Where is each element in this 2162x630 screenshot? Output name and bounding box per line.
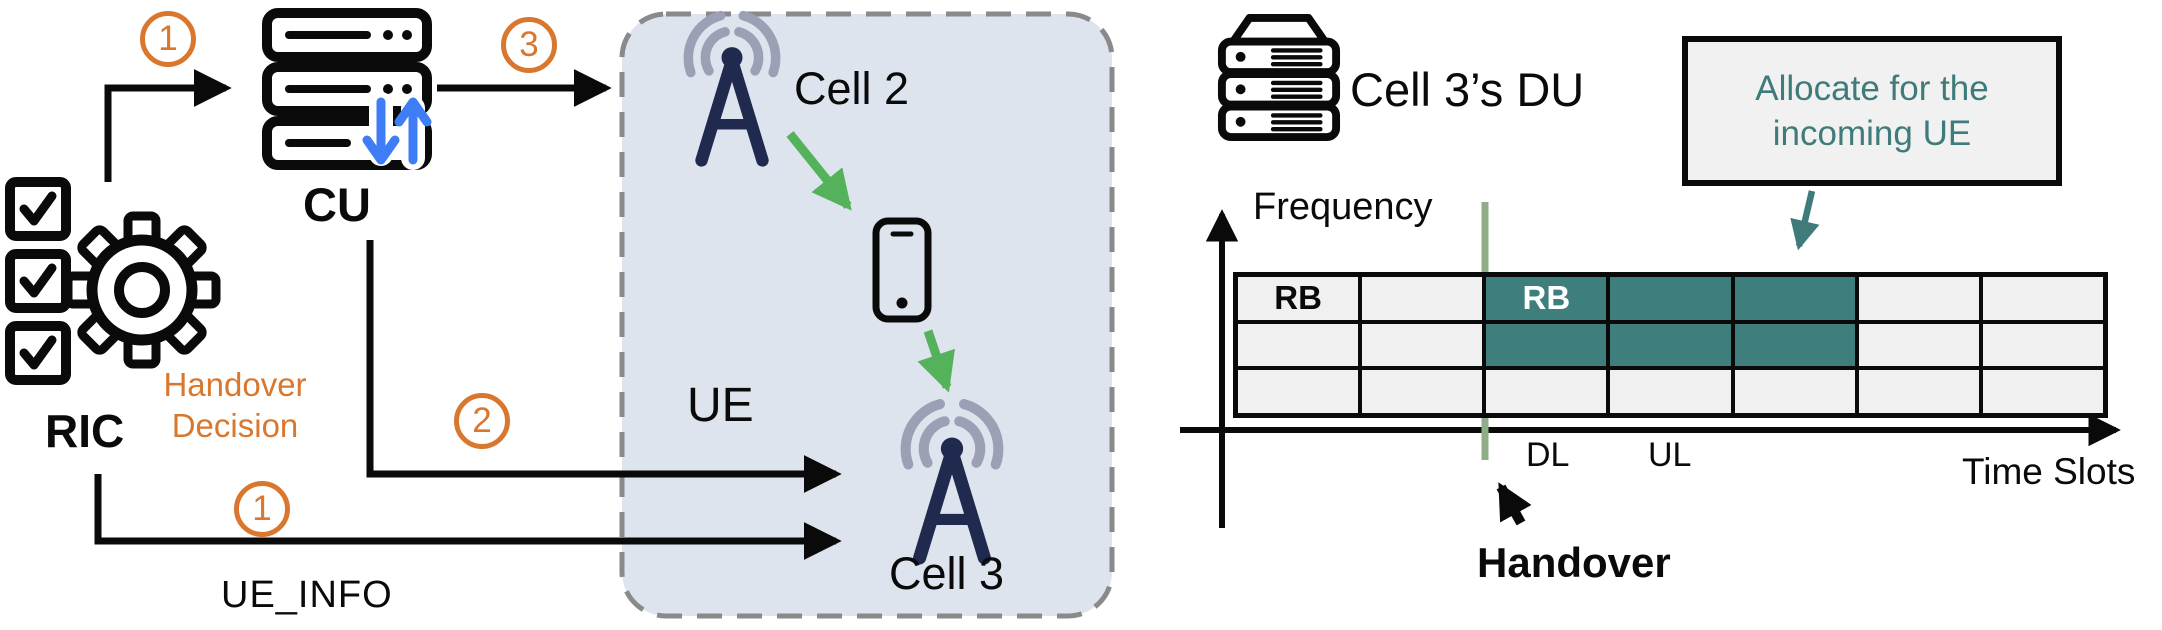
arrow-cell2-to-ue xyxy=(786,131,852,211)
arrow-ric-to-cu xyxy=(104,69,232,182)
ric-icon xyxy=(5,177,221,385)
ue-label: UE xyxy=(687,379,754,432)
time-axis-label: Time Slots xyxy=(1962,451,2136,492)
rb-cell xyxy=(1362,277,1483,320)
rb-cell xyxy=(1238,370,1359,413)
step-badge-ric-to-cu: 1 xyxy=(140,11,196,67)
rb-cell xyxy=(1610,370,1731,413)
ue-phone-icon xyxy=(872,217,932,323)
rb-cell xyxy=(1858,277,1979,320)
rb-cell xyxy=(1486,323,1607,367)
rb-cell xyxy=(1734,277,1855,320)
rb-cell-label: RB xyxy=(1274,279,1322,317)
ric-label: RIC xyxy=(45,405,125,457)
rb-cell-label: RB xyxy=(1522,279,1571,317)
rb-cell xyxy=(1486,370,1607,413)
gear-icon xyxy=(63,211,221,369)
handover-label: Handover xyxy=(1477,539,1671,586)
rb-grid: RB RB xyxy=(1233,272,2108,418)
arrow-ric-to-cell3 xyxy=(94,474,842,560)
handover-pointer-arrow xyxy=(1496,482,1532,526)
step-badge-cu-to-cell2: 3 xyxy=(501,17,557,73)
cell2-label: Cell 2 xyxy=(794,63,910,114)
rb-cell xyxy=(1858,323,1979,367)
rb-cell: RB xyxy=(1238,277,1359,320)
rb-cell xyxy=(1858,370,1979,413)
arrow-cu-to-cell3 xyxy=(366,240,842,493)
rb-cell xyxy=(1734,370,1855,413)
callout-arrow xyxy=(1790,190,1820,251)
cu-server-icon xyxy=(262,8,432,170)
cell2-antenna-icon xyxy=(683,10,781,167)
step-badge-ric-to-cell3: 1 xyxy=(234,481,290,537)
rb-cell xyxy=(1238,323,1359,367)
rb-cell xyxy=(1734,323,1855,367)
rb-cell xyxy=(1982,370,2103,413)
dl-label: DL xyxy=(1526,436,1570,474)
rb-cell xyxy=(1982,277,2103,320)
rb-cell xyxy=(1362,323,1483,367)
checklist-icon xyxy=(5,177,71,385)
rb-cell xyxy=(1362,370,1483,413)
ue-info-label: UE_INFO xyxy=(221,574,393,616)
rb-cell xyxy=(1610,323,1731,367)
cell3-antenna-icon xyxy=(900,399,1004,565)
frequency-axis-label: Frequency xyxy=(1253,186,1433,228)
allocate-callout: Allocate for the incoming UE xyxy=(1682,36,2062,186)
du-title: Cell 3’s DU xyxy=(1350,63,1585,116)
ul-label: UL xyxy=(1648,436,1692,474)
handover-decision-label: Handover Decision xyxy=(163,366,307,444)
rb-cell xyxy=(1982,323,2103,367)
ue-group-panel xyxy=(619,11,1115,619)
step-badge-cu-to-cell3: 2 xyxy=(454,393,510,449)
rb-cell: RB xyxy=(1486,277,1607,320)
du-server-icon xyxy=(1217,14,1341,141)
cu-label: CU xyxy=(303,178,371,231)
cell3-label: Cell 3 xyxy=(889,548,1005,599)
updown-arrows-icon xyxy=(362,92,432,170)
arrow-ue-to-cell3 xyxy=(917,329,955,393)
rb-cell xyxy=(1610,277,1731,320)
